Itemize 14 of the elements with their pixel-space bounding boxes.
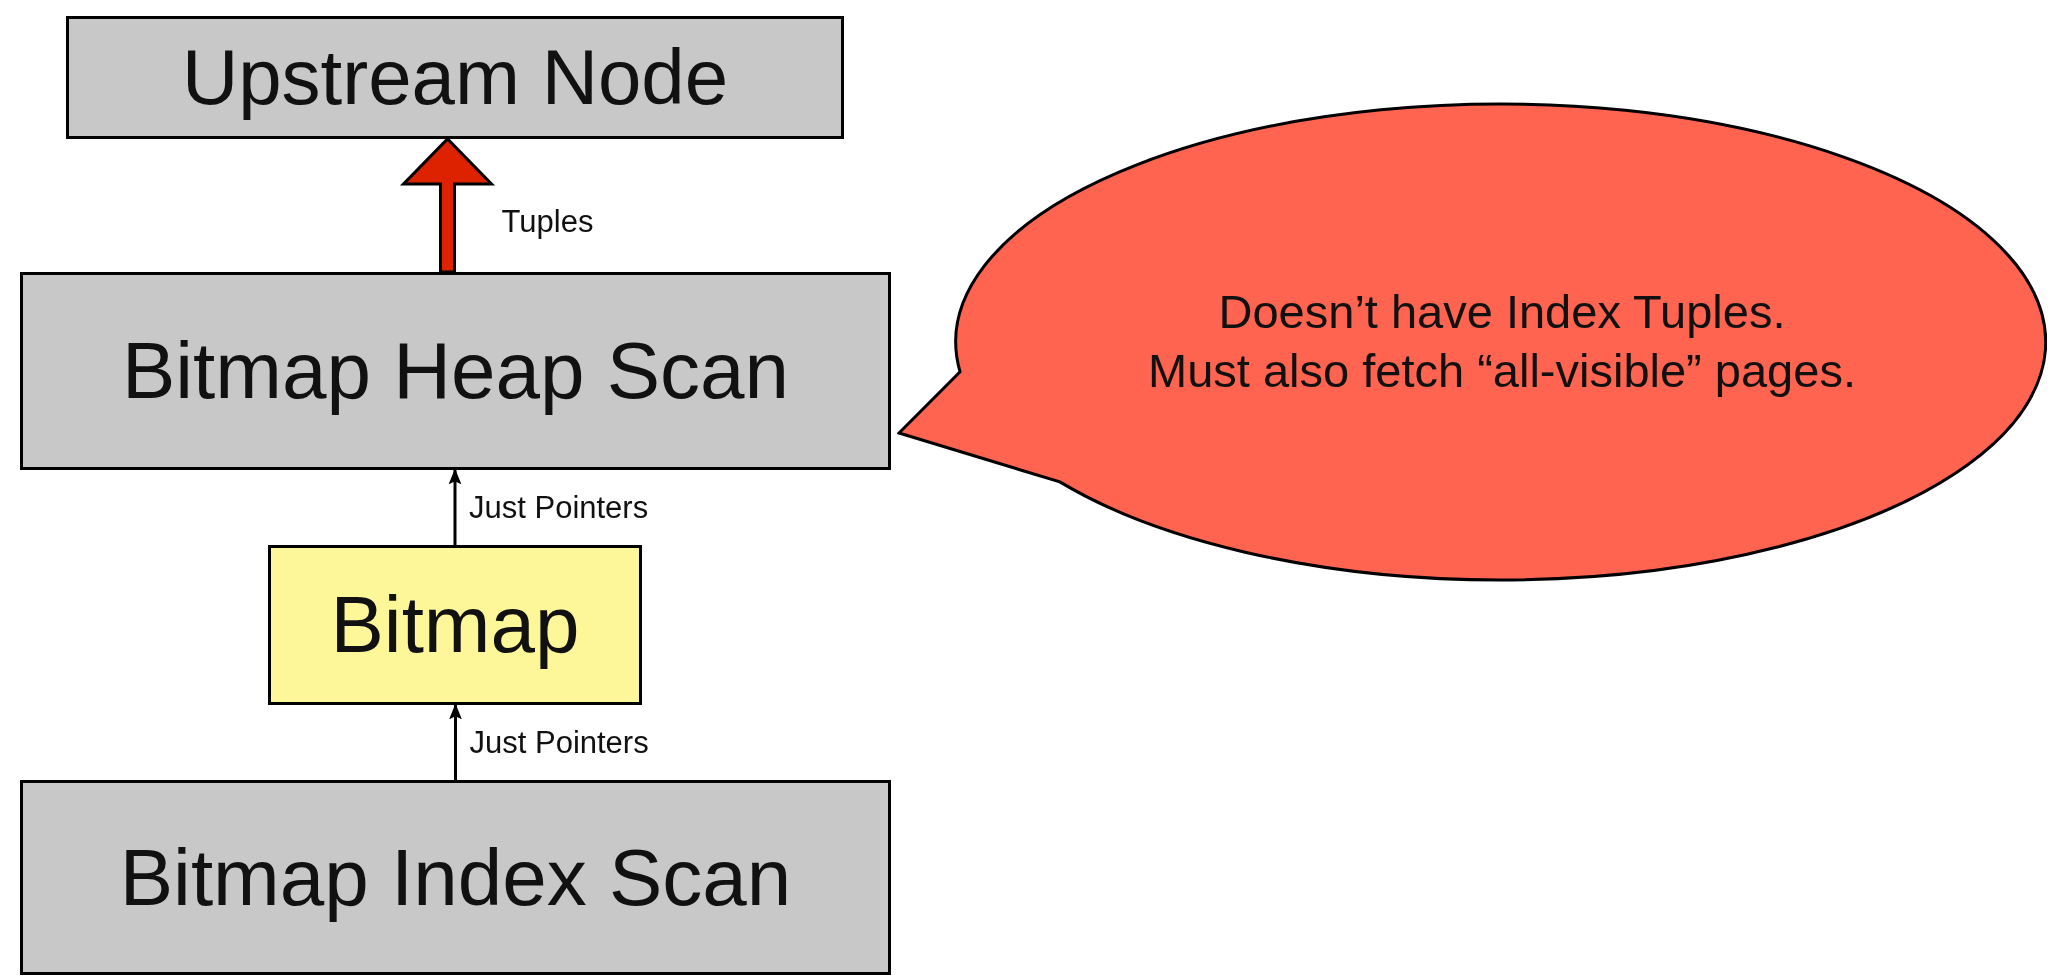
node-label: Bitmap Heap Scan	[122, 325, 789, 417]
node-label: Upstream Node	[181, 31, 729, 123]
edge-label: Just Pointers	[469, 726, 649, 758]
node-label: Bitmap Index Scan	[119, 831, 792, 924]
process-box	[20, 272, 891, 470]
process-box	[66, 16, 844, 139]
edge-label: Just Pointers	[469, 491, 649, 523]
node-label: Bitmap	[330, 579, 580, 671]
speech-bubble	[897, 100, 2047, 584]
callout-text: Must also fetch “all-visible” pages.	[1148, 343, 1856, 399]
edge-label: Tuples	[501, 205, 594, 237]
process-box	[20, 780, 891, 975]
callout-text: Doesn’t have Index Tuples.	[1218, 284, 1786, 341]
bitmap-box	[268, 545, 642, 705]
